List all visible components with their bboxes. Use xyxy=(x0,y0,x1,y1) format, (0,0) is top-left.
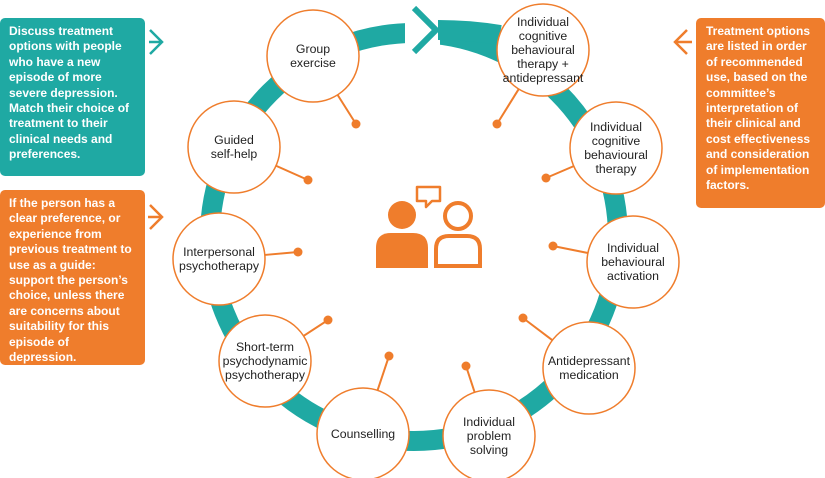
treatment-node-label: Individual xyxy=(463,415,515,429)
treatment-node-label: solving xyxy=(470,443,508,457)
connector-line xyxy=(552,245,589,254)
treatment-node-label: Guided xyxy=(214,133,254,147)
connector-line xyxy=(275,164,309,181)
treatment-node-label: self-help xyxy=(211,147,258,161)
treatment-node-label: psychotherapy xyxy=(225,368,306,382)
treatment-node-circle xyxy=(266,9,360,103)
connector-line xyxy=(522,317,553,342)
treatment-node-label: Individual xyxy=(607,241,659,255)
treatment-node-circle xyxy=(442,389,536,478)
treatment-node-circle xyxy=(496,3,590,97)
connector-dot xyxy=(461,361,471,371)
connector-line xyxy=(545,165,575,179)
treatment-node-circle xyxy=(586,215,680,309)
arrow-to-orange-box-icon xyxy=(148,204,164,230)
info-box-person-preference: If the person has a clear preference, or… xyxy=(0,190,145,365)
connector-dot xyxy=(492,119,502,129)
treatment-node-label: Antidepressant xyxy=(548,354,631,368)
treatment-node-circle xyxy=(542,321,636,415)
connector-dot xyxy=(293,247,303,257)
treatment-node-label: antidepressant xyxy=(503,71,584,85)
treatment-node-label: cognitive xyxy=(519,29,568,43)
treatment-node-label: therapy + xyxy=(517,57,569,71)
treatment-node-label: behavioural xyxy=(601,255,665,269)
treatment-node-label: Short-term xyxy=(236,340,294,354)
treatment-node-label: behavioural xyxy=(511,43,575,57)
info-box-order-of-use: Treatment options are listed in order of… xyxy=(696,18,825,208)
treatment-node-label: problem xyxy=(467,429,511,443)
connector-dot xyxy=(351,119,361,129)
treatment-node-label: Counselling xyxy=(331,427,395,441)
arrow-from-right-box-icon xyxy=(673,29,692,55)
connector-dot xyxy=(384,351,394,361)
treatment-node-circle xyxy=(187,100,281,194)
treatment-node-label: Individual xyxy=(590,120,642,134)
cycle-start-chevron xyxy=(411,5,441,55)
treatment-node-label: psychotherapy xyxy=(179,259,260,273)
connector-line xyxy=(336,94,357,125)
cycle-arc-start xyxy=(437,20,502,45)
connector-dot xyxy=(323,315,333,325)
treatment-node-circle xyxy=(172,212,266,306)
treatment-node: Counselling xyxy=(316,387,410,478)
treatment-node-label: Group xyxy=(296,42,330,56)
treatment-node-label: Interpersonal xyxy=(183,245,255,259)
connector-line xyxy=(496,88,520,125)
connector-dot xyxy=(548,241,558,251)
connector-dot xyxy=(518,313,528,323)
treatment-node-circle xyxy=(316,387,410,478)
treatment-node-label: exercise xyxy=(290,56,336,70)
treatment-node-label: activation xyxy=(607,269,659,283)
treatment-node-label: behavioural xyxy=(584,148,648,162)
connector-lines xyxy=(264,88,589,393)
treatment-node-circle xyxy=(569,101,663,195)
treatment-node-label: therapy xyxy=(595,162,637,176)
treatment-node-label: psychodynamic xyxy=(223,354,308,368)
treatment-node-label: Individual xyxy=(517,15,569,29)
connector-line xyxy=(465,365,476,393)
connector-line xyxy=(376,355,390,391)
info-box-severe-depression: Discuss treatment options with people wh… xyxy=(0,18,145,176)
connector-line xyxy=(303,319,329,337)
treatment-node-circle xyxy=(218,314,312,408)
connector-line xyxy=(264,251,299,256)
connector-dot xyxy=(541,173,551,183)
treatment-node-label: cognitive xyxy=(592,134,641,148)
two-people-conversation-icon xyxy=(376,185,482,268)
treatment-node-label: medication xyxy=(559,368,619,382)
connector-dot xyxy=(303,175,313,185)
arrow-to-teal-box-icon xyxy=(149,29,164,55)
